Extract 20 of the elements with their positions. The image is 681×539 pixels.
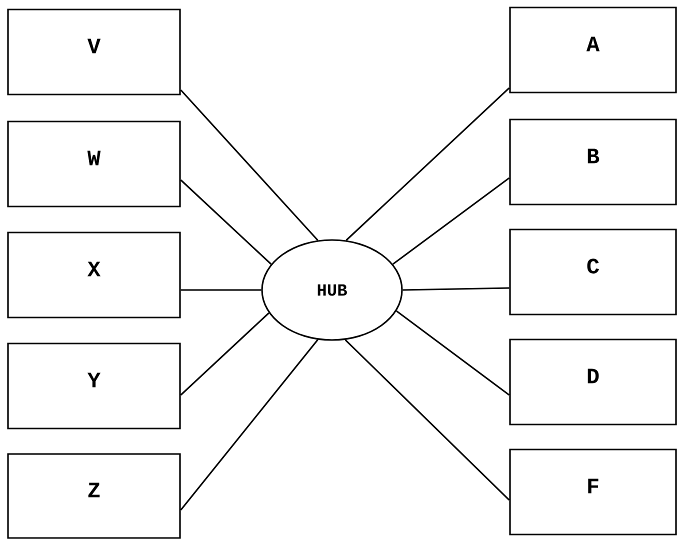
connector-line: [180, 339, 318, 510]
connector-line: [180, 179, 272, 265]
letter-box: V: [7, 8, 181, 96]
connector-line: [396, 310, 510, 396]
letter-box: B: [509, 118, 677, 206]
connector-line: [392, 177, 510, 265]
connector-line: [344, 339, 510, 501]
connector-line: [346, 87, 510, 241]
connector-line: [180, 312, 270, 396]
letter-box: D: [509, 338, 677, 426]
connector-line: [402, 287, 510, 291]
letter-box: X: [7, 232, 181, 318]
letter-box: Z: [7, 453, 181, 539]
letter-box: C: [509, 228, 677, 316]
letter-box: W: [7, 120, 181, 208]
letter-box: Y: [7, 342, 181, 430]
letter-box: A: [509, 6, 677, 94]
connector-line: [180, 89, 318, 241]
connector-line: [180, 289, 262, 291]
letter-box: F: [509, 448, 677, 536]
